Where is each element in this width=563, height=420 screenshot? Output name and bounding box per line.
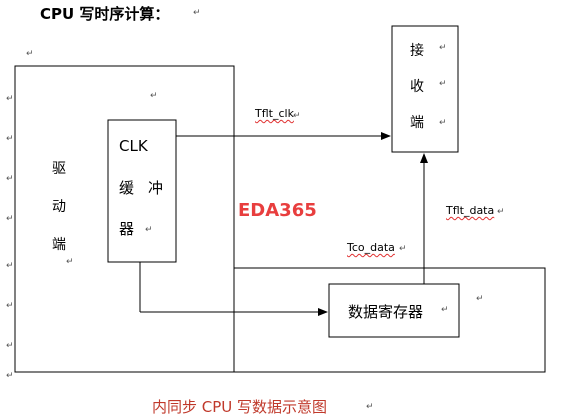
- paragraph-mark: ↵: [6, 134, 14, 144]
- paragraph-mark: ↵: [6, 341, 14, 351]
- tflt-clk-label: Tflt_clk: [255, 107, 294, 120]
- driver-block: [14, 65, 235, 373]
- receiver-char-1: 接: [410, 43, 424, 59]
- paragraph-mark: ↵: [6, 261, 14, 271]
- clk-buffer-line2b: 冲: [148, 179, 164, 197]
- figure-caption: 内同步 CPU 写数据示意图: [152, 398, 328, 416]
- clk-buffer-line3: 器: [119, 220, 135, 238]
- data-register-label: 数据寄存器: [348, 303, 424, 321]
- paragraph-mark: ↵: [439, 79, 447, 89]
- receiver-label: 接 收 端: [406, 33, 428, 141]
- paragraph-mark: ↵: [366, 402, 374, 412]
- paragraph-mark: ↵: [6, 174, 14, 184]
- paragraph-mark: ↵: [293, 111, 301, 121]
- paragraph-mark: ↵: [66, 257, 74, 267]
- paragraph-mark: ↵: [26, 49, 34, 59]
- paragraph-mark: ↵: [6, 214, 14, 224]
- receiver-block: [391, 25, 459, 153]
- eda365-watermark: EDA365: [238, 200, 317, 221]
- driver-char-3: 端: [52, 237, 66, 253]
- tco-data-label: Tco_data: [347, 241, 395, 254]
- paragraph-mark: ↵: [497, 207, 505, 217]
- paragraph-mark: ↵: [6, 371, 14, 381]
- paragraph-mark: ↵: [399, 244, 407, 254]
- paragraph-mark: ↵: [439, 43, 447, 53]
- driver-char-2: 动: [52, 199, 66, 215]
- paragraph-mark: ↵: [150, 91, 158, 101]
- data-register-block: [328, 283, 460, 338]
- paragraph-mark: ↵: [193, 8, 201, 18]
- receiver-char-2: 收: [410, 79, 424, 95]
- paragraph-mark: ↵: [145, 225, 153, 235]
- page-heading: CPU 写时序计算：: [40, 5, 170, 23]
- driver-label: 驱 动 端: [48, 150, 70, 264]
- paragraph-mark: ↵: [6, 301, 14, 311]
- receiver-char-3: 端: [410, 115, 424, 131]
- paragraph-mark: ↵: [6, 94, 14, 104]
- clk-buffer-line2a: 缓: [119, 179, 135, 197]
- paragraph-mark: ↵: [439, 118, 447, 128]
- clk-buffer-line1: CLK: [119, 137, 148, 155]
- board-outline: [234, 267, 546, 373]
- paragraph-mark: ↵: [476, 294, 484, 304]
- paragraph-mark: ↵: [441, 305, 449, 315]
- driver-char-1: 驱: [52, 161, 66, 177]
- clk-buffer-block: [107, 119, 177, 263]
- tflt-data-label: Tflt_data: [446, 204, 495, 217]
